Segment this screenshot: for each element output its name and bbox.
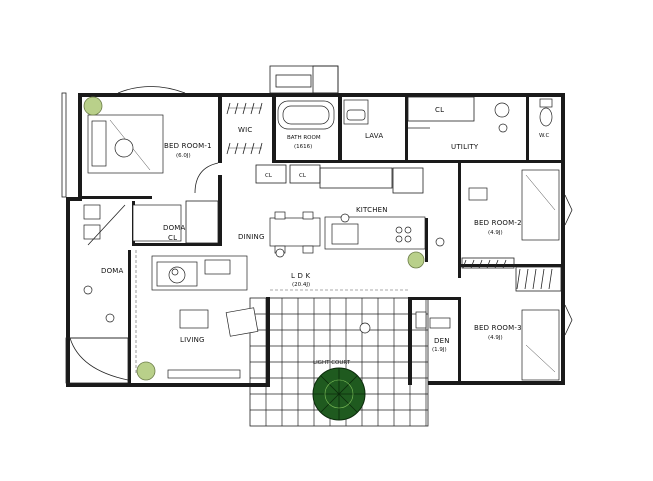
bath-room-size: (1616) bbox=[294, 144, 312, 150]
cl-top-label: CL bbox=[435, 106, 444, 114]
furniture bbox=[83, 98, 560, 381]
wic-label: WIC bbox=[238, 126, 252, 134]
dining-label: DINING bbox=[238, 233, 265, 241]
bed-room-1-size: (6.0J) bbox=[176, 153, 191, 159]
bed-room-1-label: BED ROOM-1 bbox=[164, 142, 212, 150]
bed-room-2-size: (4.9J) bbox=[488, 230, 503, 236]
den-size: (1.9J) bbox=[432, 347, 447, 353]
cl-b-label: CL bbox=[299, 173, 307, 179]
ldk-label: L D K bbox=[291, 272, 311, 280]
den-label: DEN bbox=[434, 337, 450, 345]
closet-marks bbox=[185, 96, 562, 292]
doors-and-windows bbox=[61, 65, 573, 384]
light-court-label: LIGHT COURT bbox=[313, 360, 351, 366]
bed-room-2-label: BED ROOM-2 bbox=[474, 219, 522, 227]
shrub-icon bbox=[83, 96, 425, 381]
doma-label: DOMA bbox=[101, 267, 124, 275]
exterior-walls bbox=[66, 93, 565, 387]
interior-walls bbox=[82, 93, 561, 384]
wc-label: W.C bbox=[539, 133, 550, 139]
room-labels: BED ROOM-1 (6.0J) WIC BATH ROOM (1616) L… bbox=[101, 106, 550, 366]
doma-cl-label: DOMA bbox=[163, 224, 186, 232]
bed-room-3-size: (4.9J) bbox=[488, 335, 503, 341]
utility-label: UTILITY bbox=[451, 143, 479, 151]
bed-room-3-label: BED ROOM-3 bbox=[474, 324, 522, 332]
ldk-size: (20.4J) bbox=[292, 282, 310, 288]
person-icon bbox=[171, 123, 508, 334]
doma-cl-sub-label: CL bbox=[168, 234, 177, 242]
tree-icon bbox=[312, 367, 366, 421]
living-label: LIVING bbox=[180, 336, 205, 344]
lava-label: LAVA bbox=[365, 132, 383, 140]
cl-a-label: CL bbox=[265, 173, 273, 179]
bath-room-label: BATH ROOM bbox=[287, 135, 321, 141]
kitchen-label: KITCHEN bbox=[356, 206, 388, 214]
